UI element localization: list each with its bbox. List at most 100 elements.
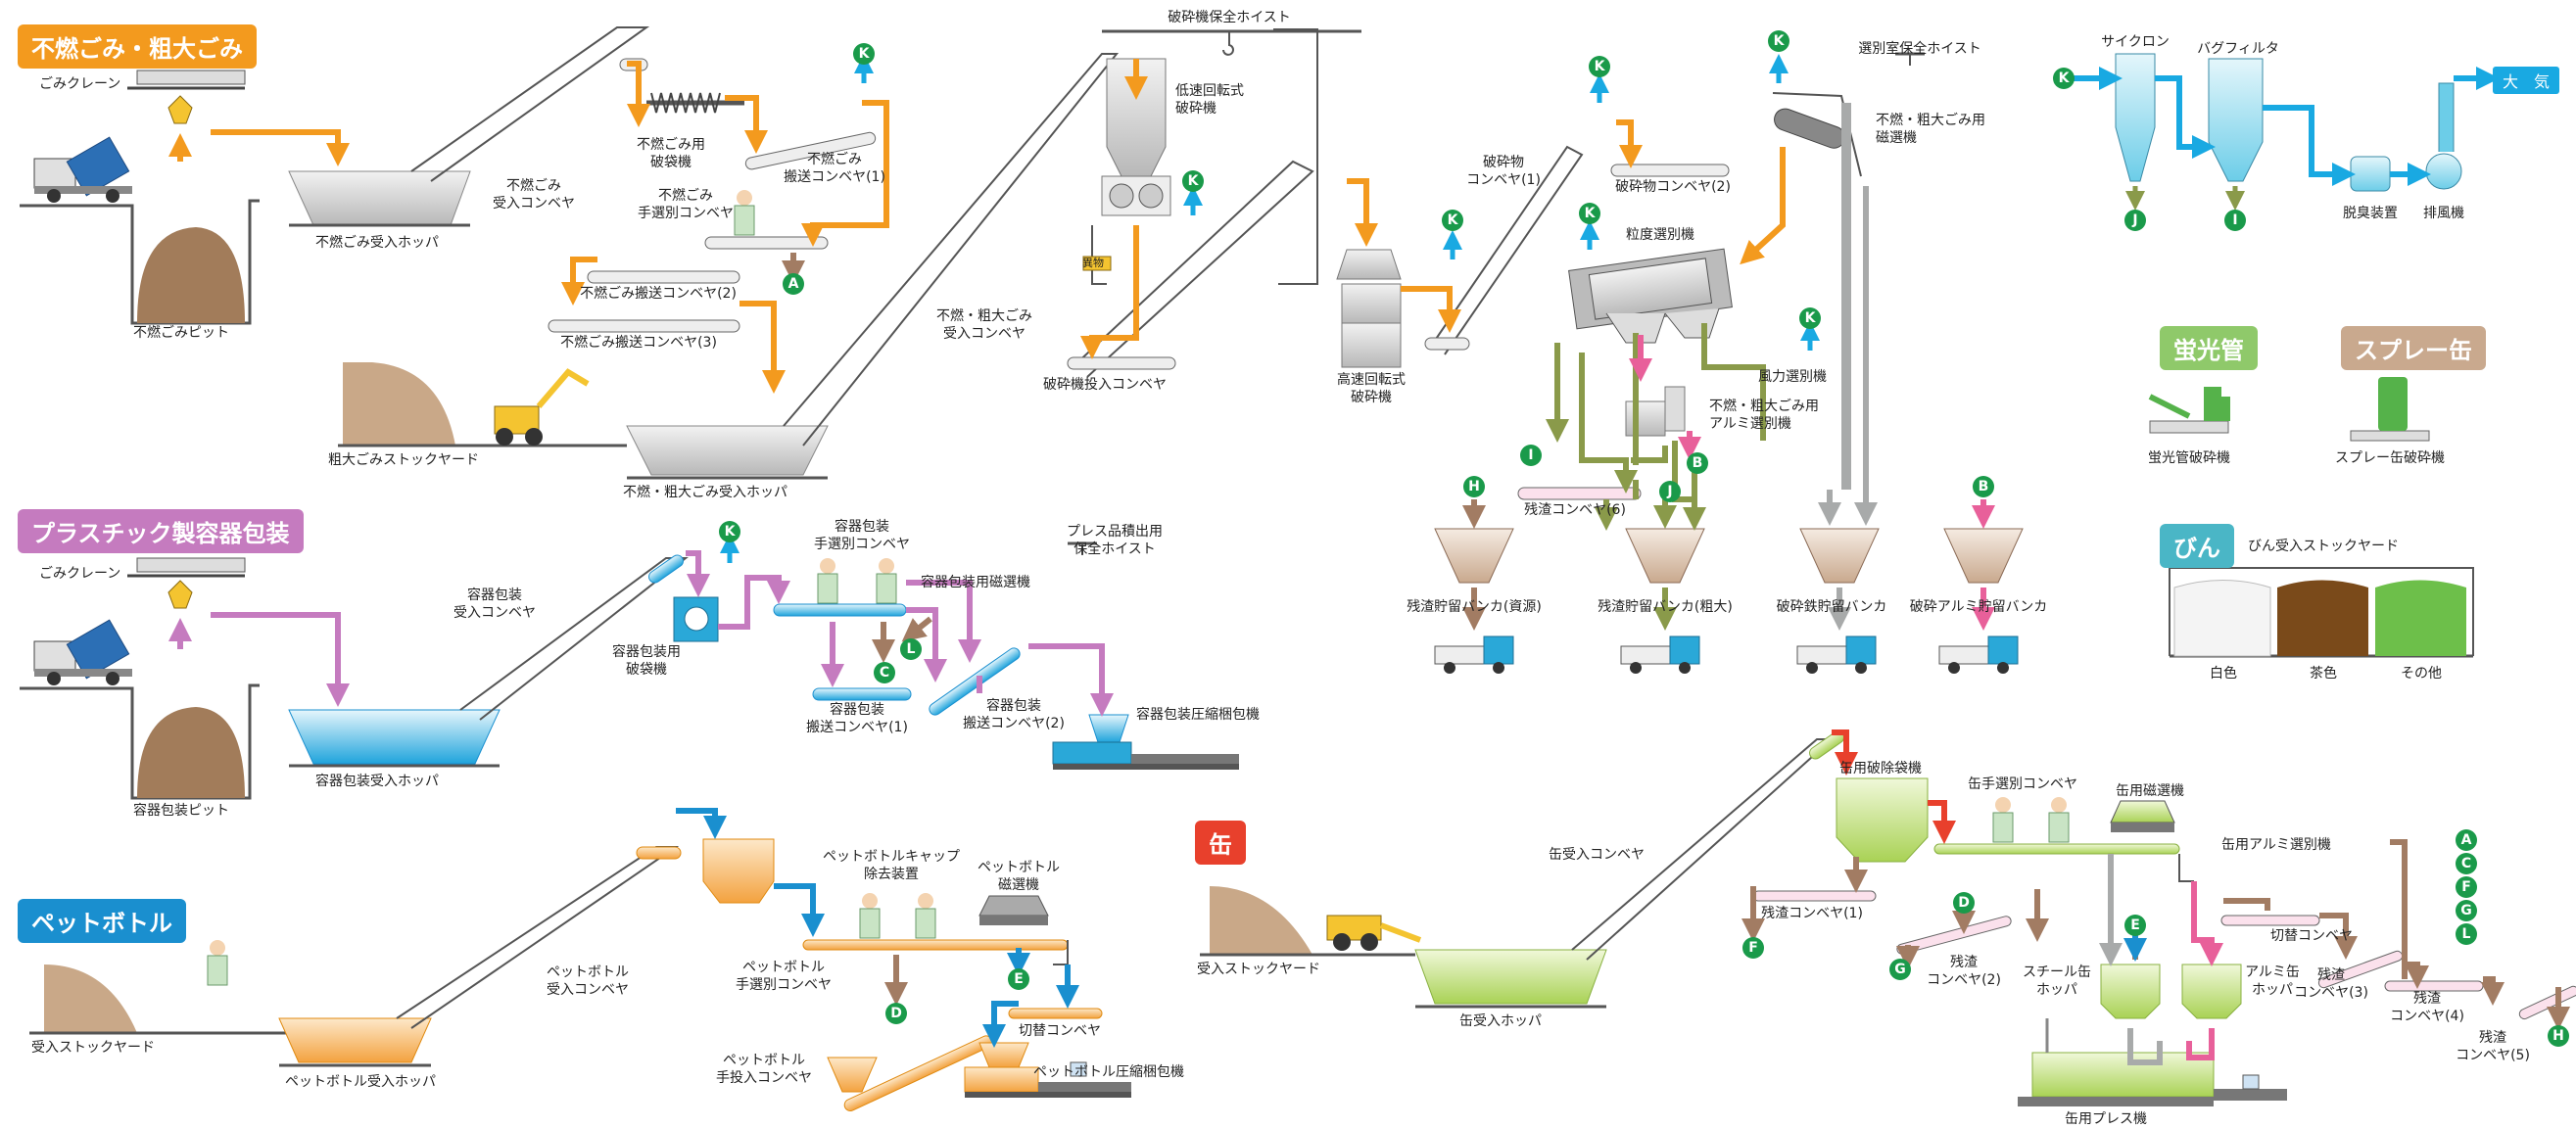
label: スプレー缶破砕機 — [2335, 450, 2445, 466]
kan-section — [1200, 729, 2576, 1106]
label: 残渣 コンベヤ(2) — [1927, 955, 2001, 988]
label: 残渣 コンベヤ(3) — [2294, 967, 2368, 1001]
funen-conveyor-2 — [587, 270, 740, 284]
crane-rail — [136, 70, 246, 85]
alumi-separator-1 — [1625, 400, 1666, 437]
label: バグフィルタ — [2197, 41, 2279, 57]
pet-magnet — [978, 895, 1049, 917]
label: 粒度選別機 — [1626, 227, 1694, 243]
dump-truck-icon — [33, 619, 132, 685]
marker-k: K — [1442, 210, 1463, 231]
worker-icon — [817, 558, 897, 604]
pet-switch-conveyor — [1008, 1008, 1103, 1019]
label: 不燃ごみ搬送コンベヤ(2) — [580, 286, 737, 302]
label: 残渣貯留バンカ(資源) — [1407, 599, 1542, 615]
label: 茶色 — [2310, 666, 2337, 682]
label: 不燃ごみ 受入コンベヤ — [493, 178, 575, 212]
residue-conveyor-6 — [1517, 487, 1642, 500]
crusher-feed-conveyor — [1072, 160, 1314, 378]
section-badge-spray: スプレー缶 — [2341, 326, 2486, 370]
label: 破砕機保全ホイスト — [1168, 10, 1291, 25]
marker-j: J — [1659, 481, 1681, 502]
marker-h: H — [2548, 1025, 2569, 1047]
marker-l: L — [2456, 923, 2477, 945]
label: 缶用アルミ選別機 — [2221, 837, 2331, 853]
crushed-conveyor-2 — [1610, 164, 1730, 177]
kan-magnet — [2110, 800, 2175, 823]
bagfilter — [2208, 58, 2264, 182]
marker-d: D — [1953, 892, 1975, 914]
residue-conveyor-4 — [2384, 980, 2484, 992]
label: ペットボトル 手投入コンベヤ — [716, 1053, 812, 1086]
label: 残渣 コンベヤ(4) — [2390, 991, 2464, 1024]
plastic-handsort — [773, 603, 907, 617]
crushed-conveyor-1 — [1429, 145, 1584, 355]
label: びん受入ストックヤード — [2248, 539, 2399, 554]
label: 選別室保全ホイスト — [1858, 41, 1981, 57]
kan-hopper — [1414, 949, 1607, 1005]
label: 残渣コンベヤ(1) — [1761, 906, 1863, 921]
label: 異物 — [1082, 257, 1104, 269]
steel-hopper — [2100, 964, 2161, 1019]
label: サイクロン — [2101, 34, 2170, 50]
pet-cap-remover — [702, 838, 775, 904]
marker-a: A — [2456, 829, 2477, 851]
label: 破砕鉄貯留バンカ — [1776, 599, 1887, 615]
marker-j: J — [2124, 210, 2146, 231]
blue-flow-arrows — [676, 808, 1079, 1048]
label: 不燃ごみ搬送コンベヤ(3) — [560, 335, 717, 351]
label: 蛍光管破砕機 — [2148, 450, 2230, 466]
marker-b: B — [1973, 476, 1994, 497]
funen-conveyor-1 — [744, 131, 877, 170]
label: ごみクレーン — [39, 76, 121, 92]
label: ペットボトル圧縮梱包機 — [1033, 1064, 1184, 1080]
bunker-group — [1434, 528, 2024, 584]
residue-conveyor-1 — [1752, 890, 1877, 902]
label: 低速回転式 破砕機 — [1175, 83, 1244, 117]
label: ペットボトル 受入コンベヤ — [547, 964, 629, 998]
funen-handsort-conveyor — [704, 236, 829, 250]
trommel-screen — [1568, 248, 1733, 344]
marker-a: A — [783, 273, 804, 295]
label: 容器包装 手選別コンベヤ — [814, 519, 910, 552]
label: 不燃ごみ用 破袋機 — [637, 137, 705, 170]
air-badge: 大 気 — [2493, 67, 2560, 94]
marker-b: B — [1687, 452, 1708, 474]
worker-icon — [1992, 797, 2070, 843]
label: 破砕機投入コンベヤ — [1043, 377, 1167, 393]
marker-k: K — [2053, 68, 2075, 89]
label: 破砕物コンベヤ(2) — [1615, 179, 1731, 195]
cyclone — [2115, 53, 2156, 182]
marker-c: C — [874, 662, 895, 683]
label: 缶手選別コンベヤ — [1968, 776, 2077, 792]
marker-e: E — [2124, 915, 2146, 936]
marker-k: K — [719, 521, 740, 542]
label: 切替コンベヤ — [2270, 928, 2353, 944]
marker-i: I — [1520, 445, 1542, 466]
marker-k: K — [1799, 307, 1821, 329]
section-badge-plastic: プラスチック製容器包装 — [18, 509, 304, 553]
label: 容器包装受入ホッパ — [315, 774, 439, 789]
funen-sodai-conveyor — [783, 53, 1120, 447]
label: 排風機 — [2423, 206, 2464, 221]
label: 高速回転式 破砕機 — [1337, 372, 1406, 405]
label: ペットボトル受入ホッパ — [285, 1074, 436, 1090]
funen-conveyor-3 — [548, 319, 740, 333]
exhaust-fan — [2425, 153, 2462, 190]
plastic-transfer-1 — [812, 687, 912, 701]
label: 粗大ごみストックヤード — [328, 452, 479, 468]
label: 容器包装用 破袋機 — [612, 644, 681, 678]
deodorizer — [2350, 156, 2391, 192]
section-badge-bin: びん — [2160, 524, 2234, 568]
marker-e: E — [1008, 968, 1029, 990]
marker-k: K — [1768, 30, 1789, 52]
worker-icon — [207, 940, 228, 986]
marker-l: L — [900, 638, 922, 660]
label: 容器包装用磁選機 — [921, 575, 1030, 590]
loader-icon — [1326, 915, 1422, 951]
label: プレス品積出用 保全ホイスト — [1067, 524, 1163, 557]
exhaust-section — [2072, 53, 2500, 211]
kan-bag-breaker — [1836, 777, 1929, 863]
worker-icon — [859, 893, 936, 939]
